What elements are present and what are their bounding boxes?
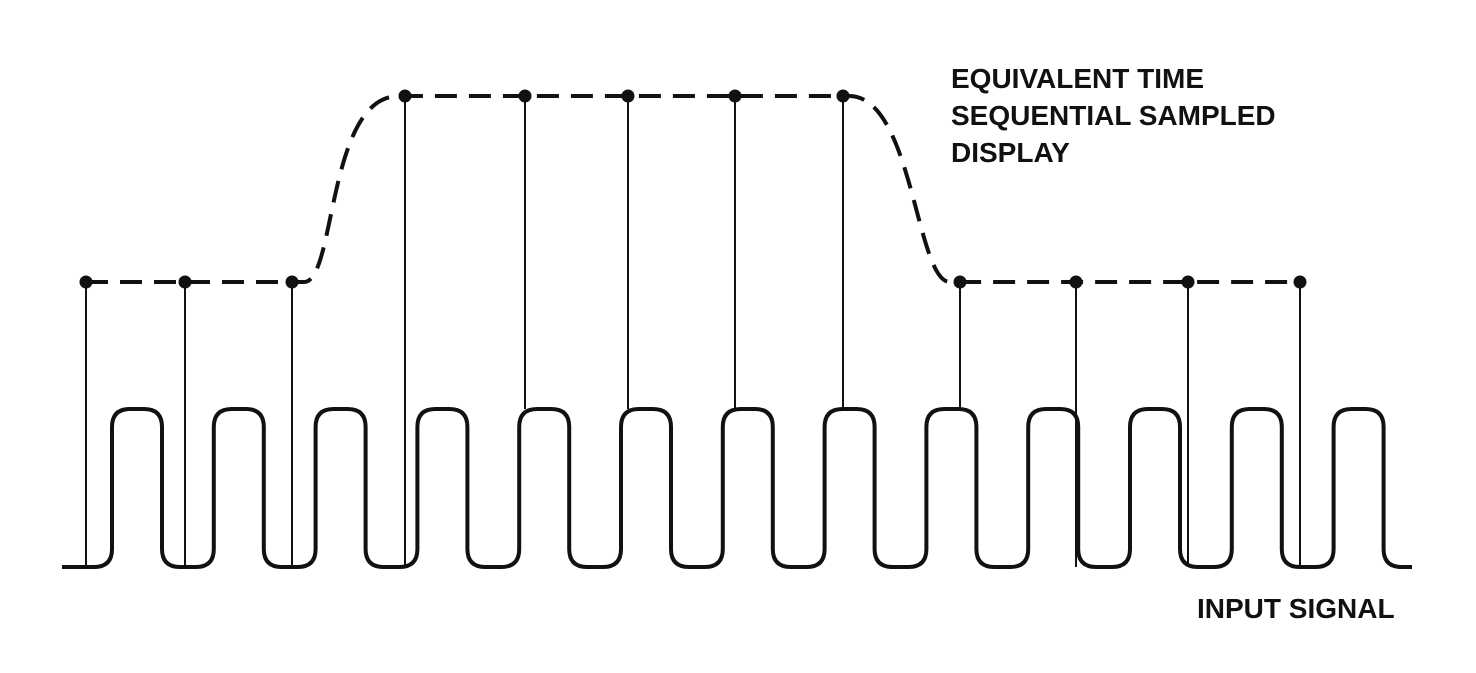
- sample-dot: [621, 89, 635, 103]
- sample-dot: [178, 275, 192, 289]
- sample-dot: [1293, 275, 1307, 289]
- sample-dot: [1181, 275, 1195, 289]
- input-signal-waveform: [62, 407, 1412, 569]
- sample-lines-group: [85, 96, 1301, 567]
- sample-dot: [953, 275, 967, 289]
- sample-dot: [728, 89, 742, 103]
- display-label-line-1: EQUIVALENT TIME: [951, 63, 1205, 94]
- display-label-line-3: DISPLAY: [951, 137, 1070, 168]
- sample-dot: [836, 89, 850, 103]
- display-label-line-2: SEQUENTIAL SAMPLED: [951, 100, 1276, 131]
- display-label: EQUIVALENT TIME SEQUENTIAL SAMPLED DISPL…: [951, 60, 1276, 171]
- sample-dot: [285, 275, 299, 289]
- sample-dot: [398, 89, 412, 103]
- input-signal-label: INPUT SIGNAL: [1197, 593, 1395, 624]
- sample-dot: [79, 275, 93, 289]
- sample-dots-group: [79, 89, 1307, 289]
- sample-dot: [518, 89, 532, 103]
- sample-dot: [1069, 275, 1083, 289]
- sampled-display-envelope: [86, 94, 1300, 284]
